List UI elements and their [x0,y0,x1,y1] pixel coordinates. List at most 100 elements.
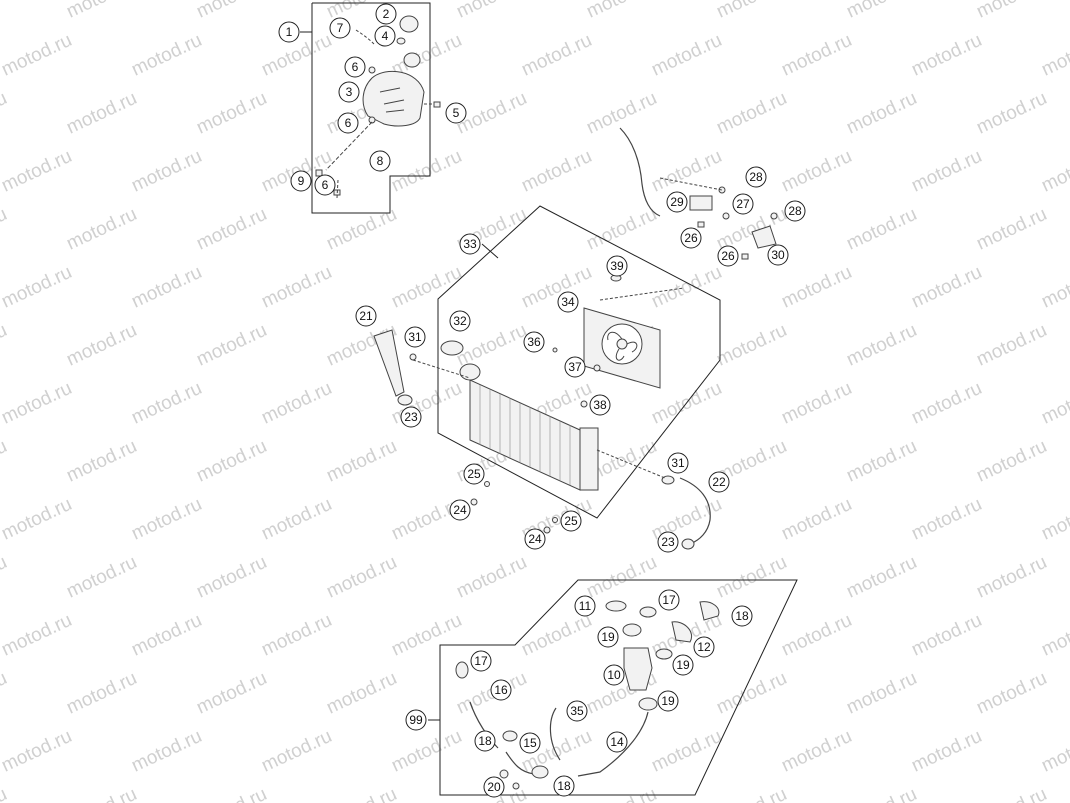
clamp-18c [531,765,549,779]
callout-label: 9 [298,174,305,188]
tank-inner-line [379,87,405,113]
callout-c12: 12 [693,636,715,658]
callout-c6a: 6 [344,56,366,78]
callout-label: 37 [568,360,582,374]
thermo-switch-30 [751,225,777,249]
callout-label: 24 [528,532,542,546]
callout-circle [329,17,351,39]
group-outlines [300,2,798,796]
callout-label: 34 [561,295,575,309]
callout-label: 17 [662,593,676,607]
thermostat-housing-10 [623,647,653,691]
callout-circle [449,310,471,332]
callout-circle [459,233,481,255]
callout-c10: 10 [603,664,625,686]
callout-circle [490,679,512,701]
callout-label: 6 [352,60,359,74]
callout-label: 28 [749,170,763,184]
callout-label: 10 [607,668,621,682]
callout-label: 26 [684,231,698,245]
callout-c21: 21 [355,305,377,327]
callout-c28a: 28 [745,166,767,188]
clamp-19a [622,623,642,637]
callout-c31b: 31 [667,452,689,474]
callout-circle [745,166,767,188]
callout-label: 4 [382,29,389,43]
callout-c9: 9 [290,170,312,192]
callout-circle [449,499,471,521]
grommet-25b [552,517,558,523]
callout-label: 28 [788,204,802,218]
callout-c1: 1 [278,21,300,43]
callout-circle [658,589,680,611]
fan-blades [607,331,638,361]
callout-circle [732,193,754,215]
callout-c39: 39 [606,255,628,277]
right-hose-leader [596,449,666,479]
expansion-tank-group-frame [311,2,431,214]
callout-label: 6 [322,178,329,192]
radiator-hose-right [679,477,711,545]
callout-circle [344,56,366,78]
tank-bolt [315,169,323,177]
callout-c34: 34 [557,291,579,313]
callout-c26b: 26 [717,245,739,267]
screw-37 [593,364,601,372]
callout-label: 30 [771,248,785,262]
screw-36 [552,347,558,353]
callout-label: 18 [557,779,571,793]
callout-c20: 20 [483,776,505,798]
callout-label: 14 [610,735,624,749]
clamp-17a [639,606,657,618]
callout-label: 23 [404,410,418,424]
callout-label: 18 [478,734,492,748]
fan-leader [599,287,685,301]
callout-c30: 30 [767,244,789,266]
grommet-24a [470,498,478,506]
callout-c99: 99 [405,709,427,731]
spacer-26a [697,221,705,228]
callout-circle [338,81,360,103]
hose-12 [671,621,692,643]
callout-c4: 4 [374,25,396,47]
callout-circle [560,510,582,532]
tank-hose-short [355,29,375,45]
callout-circle [355,305,377,327]
callout-circle [474,730,496,752]
callout-circle [369,150,391,172]
clamp-18b [502,730,518,742]
callout-circle [470,650,492,672]
screw-38 [580,400,588,408]
callout-c23a: 23 [400,406,422,428]
callout-circle [375,3,397,25]
grommet-24b [543,526,551,534]
callout-circle [693,636,715,658]
fan-hub [616,338,628,350]
callout-c27: 27 [732,193,754,215]
callout-circle [523,331,545,353]
callout-label: 15 [523,736,537,750]
callout-label: 3 [346,85,353,99]
callout-label: 32 [453,314,467,328]
callout-circle [672,654,694,676]
callout-label: 12 [697,640,711,654]
callout-circle [557,291,579,313]
tank-screw [433,101,441,108]
callout-label: 25 [564,514,578,528]
callout-c19b: 19 [672,654,694,676]
clamp-17b [455,661,469,679]
callout-c24b: 24 [524,528,546,550]
callout-circle [731,605,753,627]
callout-c29: 29 [666,191,688,213]
callout-label: 38 [593,398,607,412]
callout-circle [767,244,789,266]
hose-clamp-right-bottom [681,538,695,550]
callout-label: 36 [527,335,541,349]
callout-c25b: 25 [560,510,582,532]
hose-kit-parts [455,600,720,790]
callout-c23b: 23 [657,531,679,553]
callout-circle [589,394,611,416]
hose-15 [505,751,535,775]
callout-label: 23 [661,535,675,549]
